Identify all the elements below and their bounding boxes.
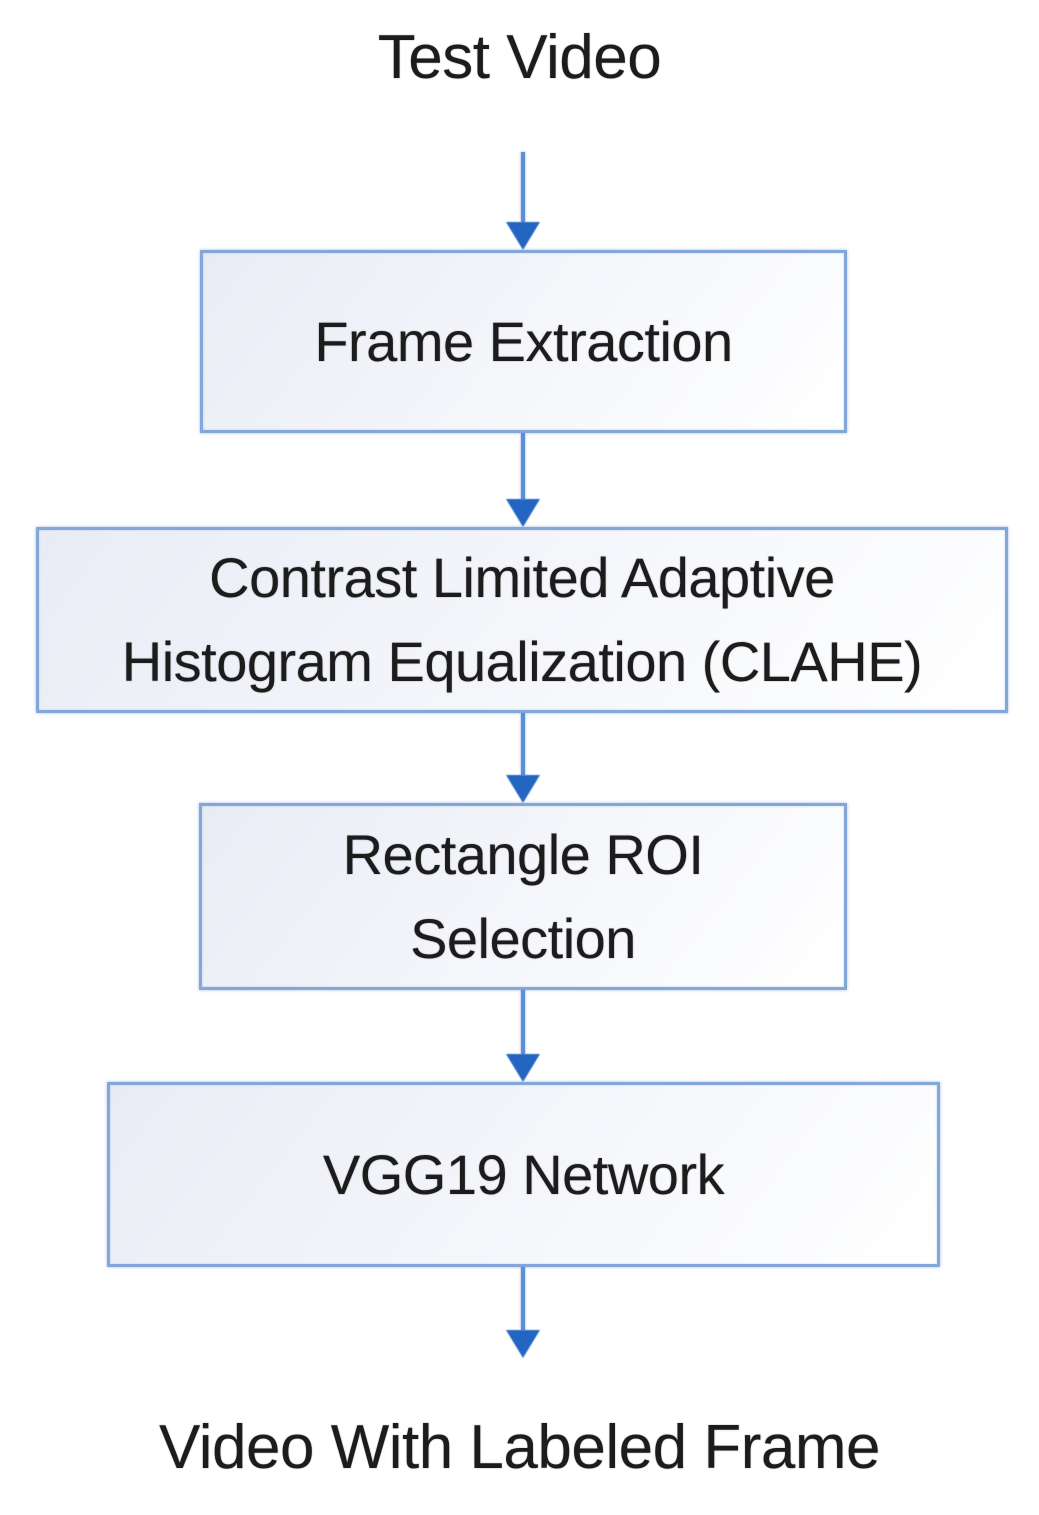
arrow-down-icon [506, 222, 540, 250]
flow-arrow-2 [506, 433, 540, 527]
flow-arrow-4 [506, 990, 540, 1082]
node-label-line: Frame Extraction [314, 309, 733, 373]
node-rectangle-roi-selection: Rectangle ROI Selection [199, 803, 847, 990]
arrow-stem [521, 990, 525, 1054]
flow-arrow-1 [506, 152, 540, 250]
node-label: Frame Extraction [314, 300, 733, 384]
arrow-stem [521, 1267, 525, 1330]
arrow-down-icon [506, 499, 540, 527]
arrow-down-icon [506, 1330, 540, 1358]
node-label-line: VGG19 Network [322, 1142, 725, 1206]
node-label: Contrast Limited Adaptive Histogram Equa… [121, 536, 923, 704]
arrow-down-icon [506, 1054, 540, 1082]
flow-arrow-3 [506, 713, 540, 803]
end-label: Video With Labeled Frame [159, 1413, 880, 1482]
node-label-line: Selection [410, 906, 636, 970]
node-vgg19-network: VGG19 Network [107, 1082, 940, 1267]
node-label: VGG19 Network [322, 1133, 725, 1217]
arrow-stem [521, 713, 525, 775]
start-label: Test Video [377, 23, 662, 92]
node-clahe: Contrast Limited Adaptive Histogram Equa… [36, 527, 1008, 713]
arrow-stem [521, 433, 525, 499]
arrow-down-icon [506, 775, 540, 803]
node-label-line: Rectangle ROI [342, 822, 704, 886]
flow-arrow-5 [506, 1267, 540, 1358]
node-frame-extraction: Frame Extraction [200, 250, 847, 433]
node-label-line: Contrast Limited Adaptive [209, 546, 835, 609]
node-label-line: Histogram Equalization (CLAHE) [121, 630, 923, 693]
node-label: Rectangle ROI Selection [343, 813, 704, 981]
arrow-stem [521, 152, 525, 222]
